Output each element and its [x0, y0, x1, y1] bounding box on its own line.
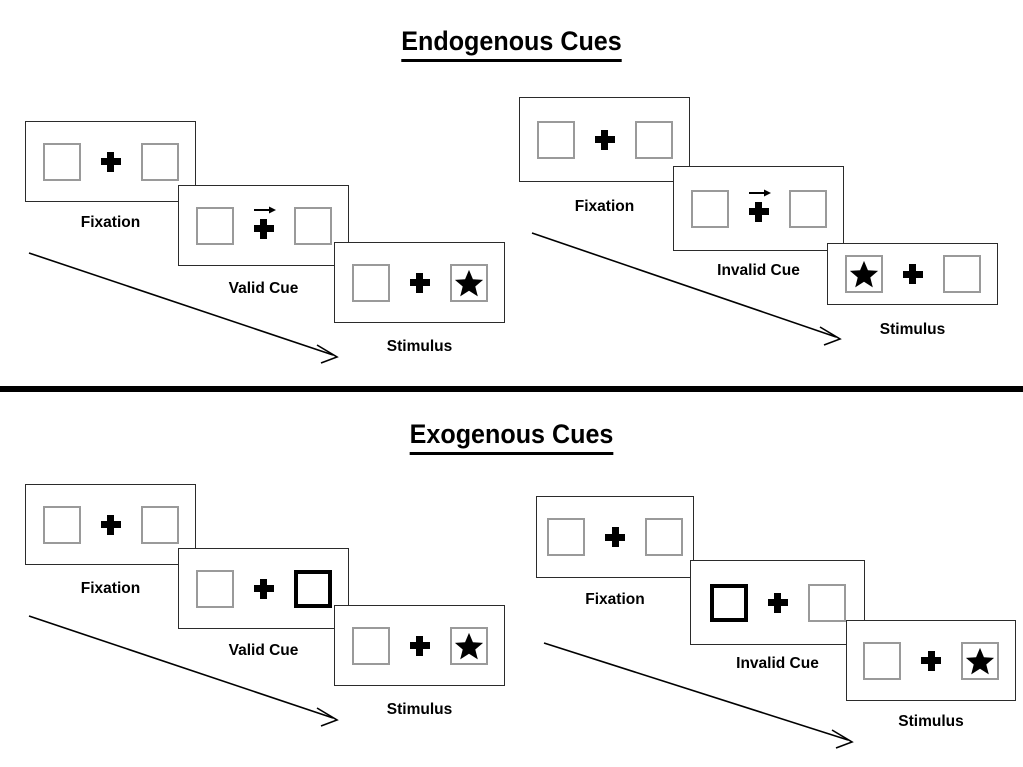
star-icon — [849, 260, 878, 288]
exogenous-invalid-sequence-arrow — [543, 642, 854, 749]
center-cell — [766, 584, 790, 622]
placeholder-box-right — [634, 120, 673, 159]
placeholder-box-right-target — [961, 641, 999, 680]
center-cell — [901, 255, 925, 293]
placeholder-box-left — [42, 142, 81, 181]
center-cell — [408, 627, 432, 665]
plus-icon — [100, 151, 121, 172]
exogenous-invalid-frame-fixation[interactable] — [536, 496, 694, 578]
endogenous-invalid-frame-stimulus[interactable] — [827, 243, 998, 305]
endogenous-valid-label-stimulus: Stimulus — [386, 338, 453, 355]
plus-icon — [409, 635, 430, 656]
center-cell — [252, 570, 276, 608]
center-cell — [593, 121, 617, 159]
center-cell — [99, 143, 123, 181]
exogenous-valid-frame-fixation[interactable] — [25, 484, 196, 565]
exogenous-valid-sequence-arrow — [28, 615, 339, 727]
plus-icon — [605, 527, 625, 547]
exogenous-valid-label-cue: Valid Cue — [228, 642, 299, 659]
placeholder-box-right — [807, 583, 846, 622]
placeholder-box-left — [690, 189, 729, 228]
placeholder-box-right-cued — [293, 569, 332, 608]
placeholder-box-right — [788, 189, 827, 228]
placeholder-box-right — [140, 505, 179, 544]
exogenous-section-title: Exogenous Cues — [0, 419, 1023, 455]
plus-icon — [902, 264, 923, 284]
endogenous-section-title: Endogenous Cues — [0, 26, 1023, 62]
center-cell — [747, 189, 771, 228]
arrow-right-icon — [253, 206, 276, 213]
endogenous-invalid-label-stimulus: Stimulus — [879, 321, 946, 338]
center-cell — [408, 264, 432, 302]
placeholder-box-left-cued — [709, 583, 748, 622]
placeholder-box-left — [536, 120, 575, 159]
endogenous-invalid-frame-fixation[interactable] — [519, 97, 690, 182]
placeholder-box-left — [351, 626, 390, 665]
exogenous-valid-label-stimulus: Stimulus — [386, 701, 453, 718]
exogenous-invalid-frame-stimulus[interactable] — [846, 620, 1016, 701]
exogenous-title-text: Exogenous Cues — [409, 419, 614, 455]
placeholder-box-right — [645, 518, 683, 556]
exogenous-invalid-frame-cue[interactable] — [690, 560, 865, 645]
endogenous-valid-frame-cue[interactable] — [178, 185, 349, 266]
center-cell — [99, 506, 123, 544]
star-icon — [454, 269, 483, 296]
section-divider — [0, 386, 1023, 392]
placeholder-box-left — [42, 505, 81, 544]
endogenous-invalid-label-fixation: Fixation — [574, 198, 635, 215]
endogenous-valid-label-fixation: Fixation — [80, 214, 141, 231]
center-cell — [603, 518, 627, 556]
plus-icon — [748, 201, 769, 222]
placeholder-box-left — [195, 206, 234, 245]
center-cell — [252, 206, 276, 245]
plus-icon — [921, 650, 941, 671]
placeholder-box-right-target — [449, 263, 488, 302]
endogenous-invalid-label-cue: Invalid Cue — [717, 262, 800, 279]
center-cell — [919, 642, 943, 680]
exogenous-invalid-label-fixation: Fixation — [585, 591, 645, 608]
exogenous-valid-frame-stimulus[interactable] — [334, 605, 505, 686]
endogenous-valid-frame-stimulus[interactable] — [334, 242, 505, 323]
arrow-right-icon — [748, 189, 771, 196]
endogenous-invalid-sequence-arrow — [531, 232, 842, 346]
exogenous-invalid-label-cue: Invalid Cue — [736, 655, 819, 672]
plus-icon — [409, 272, 430, 293]
placeholder-box-left — [547, 518, 585, 556]
endogenous-valid-sequence-arrow — [28, 252, 339, 364]
placeholder-box-right — [942, 255, 981, 293]
placeholder-box-left-target — [844, 255, 883, 293]
endogenous-invalid-frame-cue[interactable] — [673, 166, 844, 251]
placeholder-box-left — [863, 641, 901, 680]
star-icon — [965, 647, 995, 674]
plus-icon — [767, 592, 788, 613]
placeholder-box-left — [195, 569, 234, 608]
plus-icon — [100, 514, 121, 535]
plus-icon — [253, 218, 274, 239]
placeholder-box-right — [140, 142, 179, 181]
plus-icon — [253, 578, 274, 599]
plus-icon — [594, 129, 615, 150]
placeholder-box-left — [351, 263, 390, 302]
endogenous-valid-frame-fixation[interactable] — [25, 121, 196, 202]
exogenous-invalid-label-stimulus: Stimulus — [898, 713, 964, 730]
endogenous-valid-label-cue: Valid Cue — [228, 280, 299, 297]
exogenous-valid-frame-cue[interactable] — [178, 548, 349, 629]
endogenous-title-text: Endogenous Cues — [401, 26, 622, 62]
placeholder-box-right — [293, 206, 332, 245]
placeholder-box-right-target — [449, 626, 488, 665]
exogenous-valid-label-fixation: Fixation — [80, 580, 141, 597]
star-icon — [454, 632, 483, 659]
